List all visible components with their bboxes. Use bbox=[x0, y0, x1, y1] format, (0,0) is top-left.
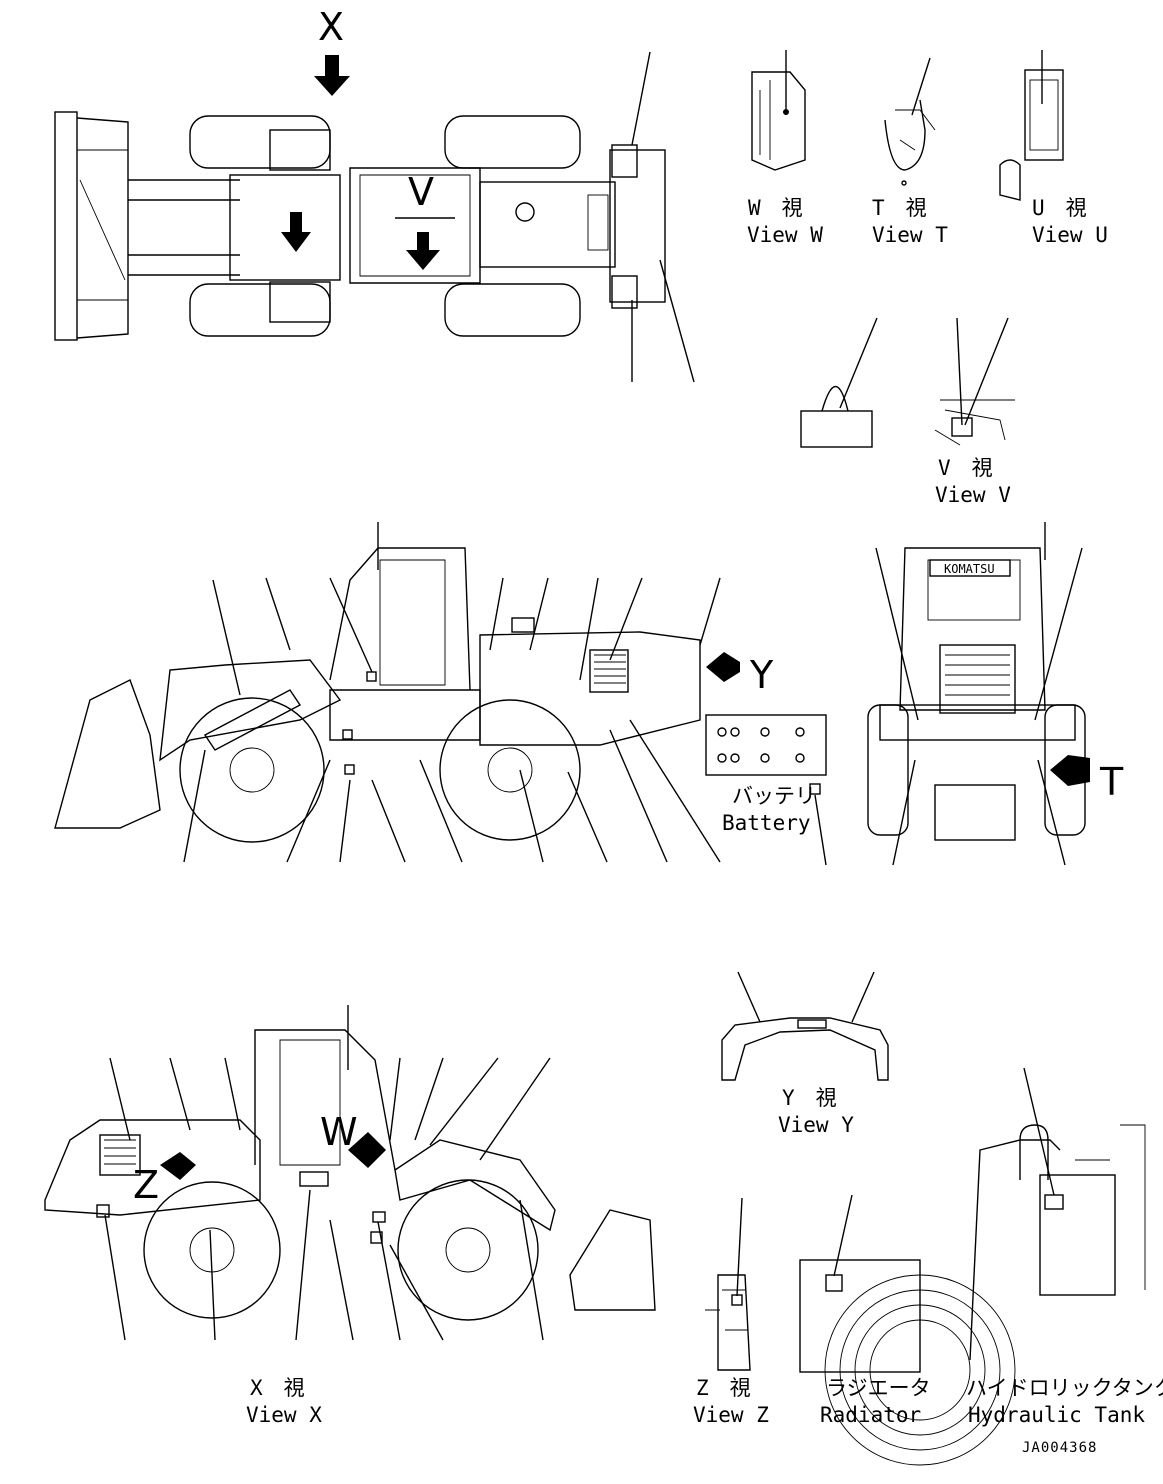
view-z-marker: Z bbox=[133, 1163, 159, 1207]
view-t-detail bbox=[884, 57, 936, 186]
view-x-title-en: View X bbox=[246, 1403, 322, 1427]
view-t-title-en: View T bbox=[872, 223, 948, 247]
view-w-title-jp: W 視 bbox=[748, 196, 803, 220]
view-u-title-jp: U 視 bbox=[1032, 196, 1087, 220]
battery-label-en: Battery bbox=[722, 811, 811, 835]
view-v-marker: V bbox=[408, 170, 434, 214]
view-v-detail bbox=[800, 317, 1015, 448]
view-v-title-en: View V bbox=[935, 483, 1011, 507]
hydraulic-tank-label-en: Hydraulic Tank bbox=[968, 1403, 1145, 1427]
left-side-view-machine bbox=[54, 522, 740, 863]
radiator-label-jp: ラジエータ bbox=[826, 1376, 931, 1400]
view-w-marker: W bbox=[320, 1110, 358, 1154]
hydraulic-tank-detail bbox=[969, 1067, 1146, 1361]
rear-view-machine bbox=[867, 522, 1090, 866]
radiator-label-en: Radiator bbox=[820, 1403, 921, 1427]
view-t-title-jp: T 視 bbox=[872, 196, 927, 220]
view-y-title-en: View Y bbox=[778, 1113, 854, 1137]
view-w-title-en: View W bbox=[747, 223, 823, 247]
view-z-title-en: View Z bbox=[693, 1403, 769, 1427]
view-w-detail bbox=[751, 50, 806, 171]
view-t-marker: T bbox=[1099, 760, 1124, 804]
right-side-view-machine bbox=[44, 1005, 656, 1341]
battery-detail bbox=[705, 714, 827, 866]
view-u-detail bbox=[999, 50, 1064, 201]
hydraulic-tank-label-jp: ハイドロリックタンク bbox=[966, 1376, 1163, 1400]
view-u-title-en: View U bbox=[1032, 223, 1108, 247]
top-view-machine bbox=[54, 51, 695, 383]
view-z-detail bbox=[705, 1197, 751, 1371]
drawing-reference: JA004368 bbox=[1022, 1440, 1097, 1456]
view-y-detail bbox=[721, 971, 889, 1081]
view-y-marker: Y bbox=[749, 653, 774, 697]
radiator-detail bbox=[799, 1194, 1016, 1466]
view-y-title-jp: Y 視 bbox=[782, 1086, 837, 1110]
view-x-title-jp: X 視 bbox=[250, 1376, 305, 1400]
brand-logo: KOMATSU bbox=[944, 562, 995, 576]
view-x-marker: X bbox=[318, 5, 344, 49]
battery-label-jp: バッテリ bbox=[732, 784, 816, 808]
view-z-title-jp: Z 視 bbox=[696, 1376, 751, 1400]
view-v-title-jp: V 視 bbox=[938, 456, 993, 480]
